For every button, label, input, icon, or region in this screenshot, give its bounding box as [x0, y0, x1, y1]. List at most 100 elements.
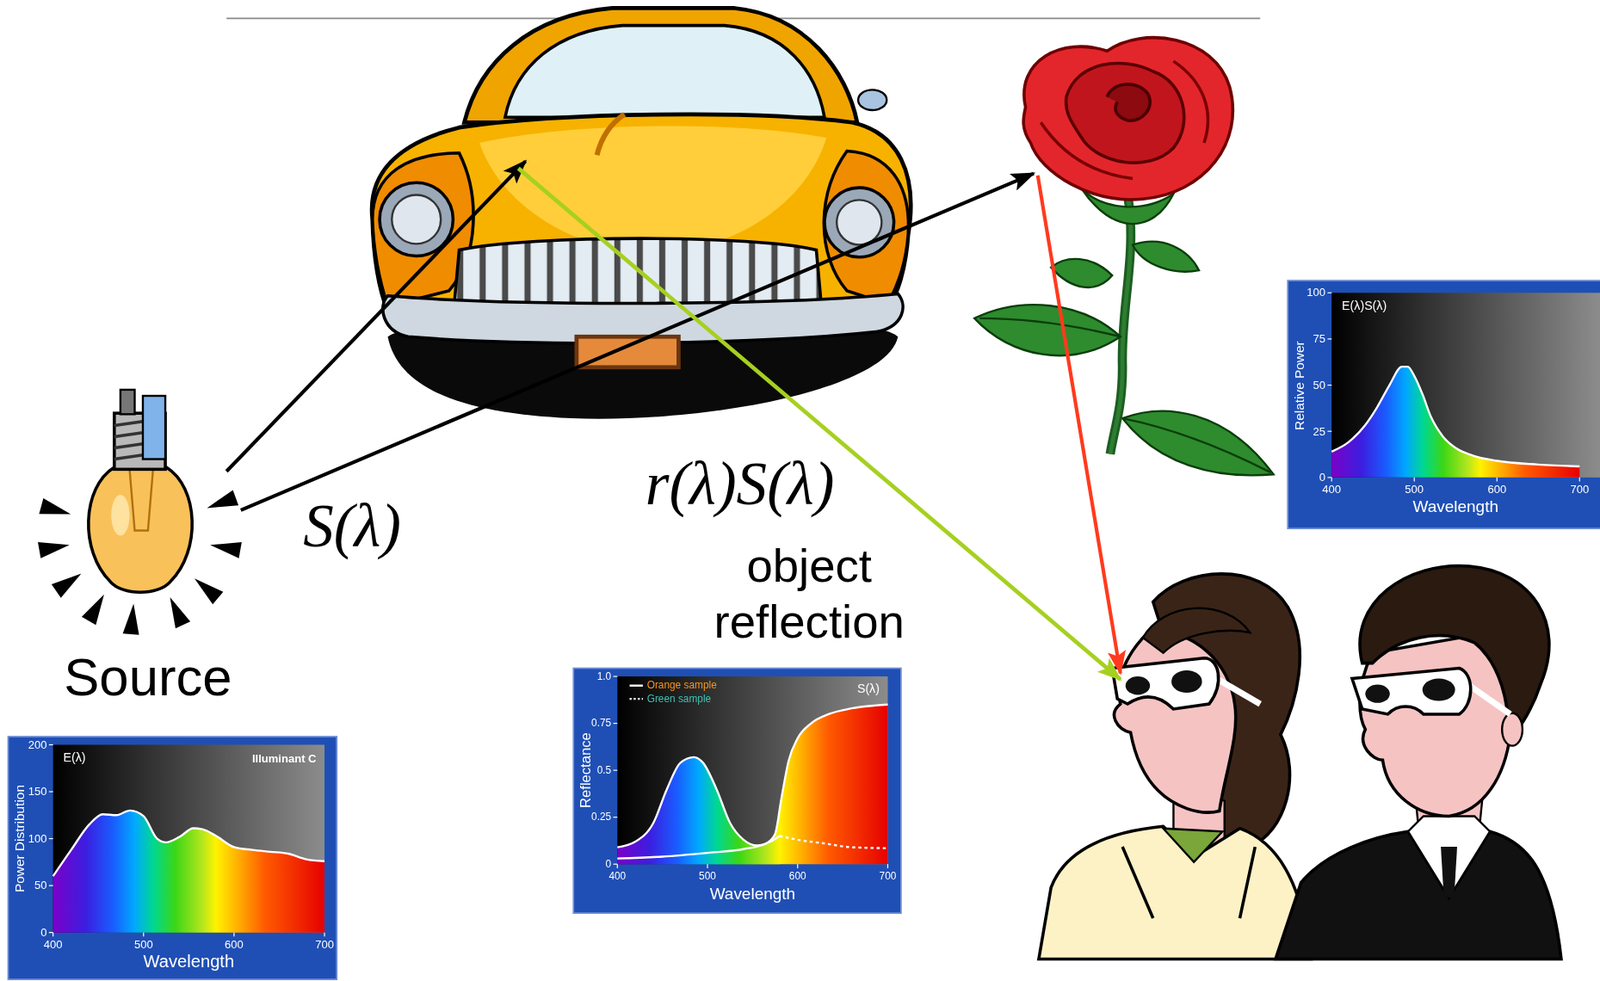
viewers-picture [1038, 566, 1562, 960]
light-bulb-part [111, 494, 130, 536]
light-bulb-part [120, 389, 136, 414]
chart-title: S(λ) [857, 683, 880, 698]
axis-tick [617, 864, 618, 869]
legend-sample [630, 698, 643, 700]
source-label: Source [63, 648, 232, 707]
light-bulb-part [114, 421, 143, 460]
light-ray [81, 594, 105, 626]
tick-label: 0.75 [591, 718, 612, 729]
axis-tick [233, 932, 235, 938]
tick-label: 100 [1306, 287, 1326, 299]
light-rays-paths [226, 160, 1121, 680]
spectrum-chart [573, 668, 902, 915]
tick-label: 50 [1313, 379, 1327, 391]
light-ray [194, 578, 223, 605]
signal-label: r(λ)S(λ) [641, 450, 839, 518]
chart-title: E(λ) [63, 751, 87, 766]
light-ray [206, 489, 239, 508]
light-ray [37, 542, 70, 559]
axis-tick [1331, 477, 1333, 482]
axis-tick [613, 675, 618, 677]
axis-tick [49, 884, 54, 886]
axis-tick [142, 932, 144, 938]
axis-title: Wavelength [710, 884, 796, 903]
tick-label: 1.0 [597, 671, 612, 682]
rose-picture-part [1173, 61, 1208, 143]
axis-tick [323, 932, 325, 938]
axis-tick [1327, 338, 1332, 340]
axis-tick [796, 864, 798, 869]
spectrum-curve [617, 704, 888, 859]
tick-label: 500 [698, 871, 717, 882]
chart-title: Illuminant C [252, 752, 317, 765]
axis-tick [49, 744, 54, 746]
viewers-picture-part [1125, 676, 1150, 695]
viewers-picture-part [1440, 846, 1458, 898]
car-picture-part [823, 150, 909, 304]
viewers-picture-part [1352, 668, 1471, 715]
spectrum-curve [1331, 366, 1580, 467]
spectrum-fill [53, 810, 325, 933]
plot-area [617, 676, 888, 865]
axis-tick [1327, 384, 1332, 386]
car-picture-part [379, 182, 453, 256]
spectrum-chart [7, 736, 337, 980]
chart-panel [7, 736, 337, 980]
axis-tick [1327, 292, 1332, 294]
tick-label: 25 [1313, 426, 1327, 438]
tick-label: 400 [608, 871, 626, 882]
axis-tick [49, 838, 54, 840]
spectrum-chart [1287, 280, 1600, 529]
chart-panel [573, 668, 902, 915]
plot-area [1331, 292, 1600, 478]
viewers-picture-part [1038, 826, 1312, 959]
rose-picture-part [1122, 411, 1273, 476]
viewers-picture-part [1122, 846, 1255, 919]
tick-label: 500 [134, 938, 154, 951]
rose-picture-part [1132, 241, 1199, 272]
tick-label: 200 [28, 739, 48, 751]
axis-tick [706, 864, 708, 869]
viewers-picture-part [1408, 815, 1490, 898]
viewers-picture-part [1111, 658, 1218, 710]
axis-tick [49, 790, 54, 792]
tick-label: 50 [34, 880, 48, 892]
car-picture-part [597, 114, 625, 155]
reflected-ray [518, 168, 1120, 680]
legend-sample [630, 685, 643, 687]
viewers-picture-part [1114, 631, 1236, 813]
spectrum-curve [53, 810, 325, 877]
axis-title: Reflectance [577, 732, 594, 809]
car-picture-part [858, 89, 887, 111]
incident-ray [240, 173, 1034, 511]
tick-label: 700 [1569, 484, 1589, 496]
signal-label: S(λ) [298, 493, 405, 561]
light-ray [51, 573, 82, 598]
car-picture-part [391, 194, 441, 244]
rose-picture-part [1023, 37, 1233, 200]
axis-tick [1327, 431, 1332, 433]
tick-label: 100 [28, 833, 48, 845]
tick-label: 700 [315, 938, 334, 951]
viewers-picture-part [1163, 828, 1224, 863]
tick-label: 600 [1487, 484, 1507, 496]
tick-label: 400 [43, 938, 63, 951]
light-ray [169, 597, 191, 629]
rose-picture-part [974, 304, 1121, 356]
legend-text: Orange sample [647, 680, 717, 692]
rose-picture-part [1040, 122, 1133, 179]
tick-label: 75 [1313, 333, 1327, 345]
light-ray [38, 498, 71, 514]
axis-tick [613, 816, 618, 818]
tick-label: 0 [605, 858, 612, 870]
axis-title: Wavelength [142, 952, 235, 972]
axis-tick [1327, 476, 1332, 478]
spectrum-curve [617, 757, 780, 848]
incident-ray [226, 160, 526, 471]
axis-tick [613, 722, 618, 724]
rose-picture-part [1122, 418, 1271, 473]
car-picture-part [836, 199, 882, 245]
car-picture-part [505, 25, 825, 118]
viewers-picture-part [1142, 608, 1250, 654]
